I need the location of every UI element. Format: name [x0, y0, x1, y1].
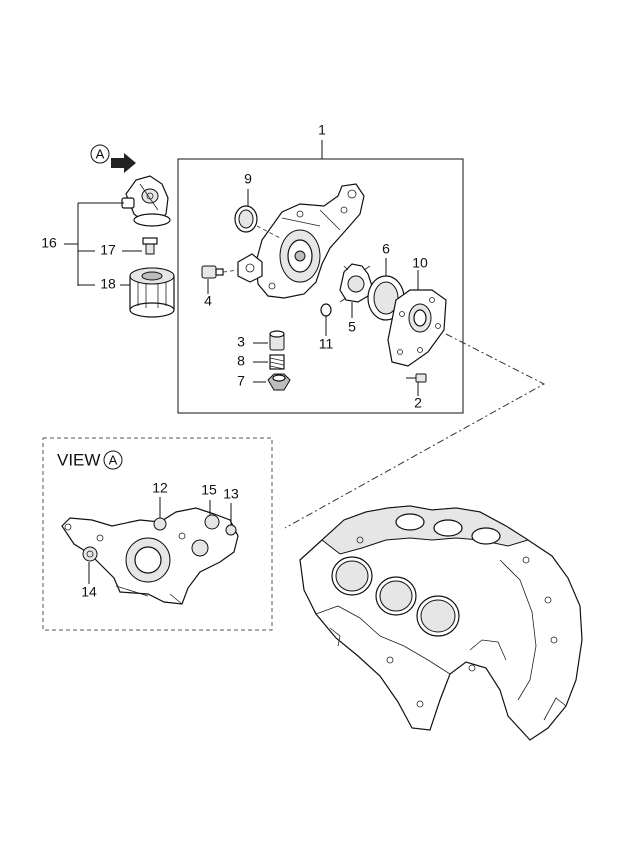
callout-15: 15 [201, 482, 217, 498]
filter-housing [121, 175, 171, 227]
callout-17: 17 [100, 242, 116, 258]
view-letter: A [109, 452, 118, 467]
callout-6: 6 [382, 241, 390, 257]
callout-4: 4 [204, 293, 212, 309]
callout-3: 3 [237, 334, 245, 350]
oil-seal [234, 205, 258, 233]
callout-5: 5 [348, 319, 356, 335]
callout-13: 13 [223, 486, 239, 502]
oil-filter [129, 267, 175, 318]
inner-rotor [339, 263, 377, 303]
view-a-marker: A [90, 144, 136, 173]
filter-fitting [142, 237, 158, 255]
callout-11: 11 [319, 336, 334, 352]
relief-plunger [269, 330, 285, 351]
callout-16: 16 [41, 235, 57, 251]
callout-12: 12 [152, 480, 168, 496]
outer-rotor [367, 275, 405, 321]
oil-pump-body [237, 183, 365, 299]
cover-screw [406, 373, 427, 383]
callout-7: 7 [237, 373, 245, 389]
callout-14: 14 [81, 584, 97, 600]
callout-8: 8 [237, 353, 245, 369]
callout-18: 18 [100, 276, 116, 292]
callout-9: 9 [244, 171, 252, 187]
relief-spring [269, 354, 285, 370]
callout-2: 2 [414, 395, 422, 411]
mounting-leader-upper [284, 333, 546, 529]
o-ring [320, 303, 332, 317]
view-a-pump-body [61, 507, 239, 605]
view-label: VIEW [57, 450, 100, 469]
callout-1: 1 [318, 122, 326, 138]
pump-assembly-frame [177, 158, 464, 414]
retainer-nut [267, 373, 291, 391]
callout-10: 10 [412, 255, 428, 271]
plug-bolt [201, 265, 224, 279]
view-arrow-icon [111, 153, 136, 173]
engine-block [299, 505, 583, 741]
view-a-box [42, 437, 273, 631]
pump-cover [387, 289, 447, 367]
svg-text:A: A [96, 146, 105, 161]
